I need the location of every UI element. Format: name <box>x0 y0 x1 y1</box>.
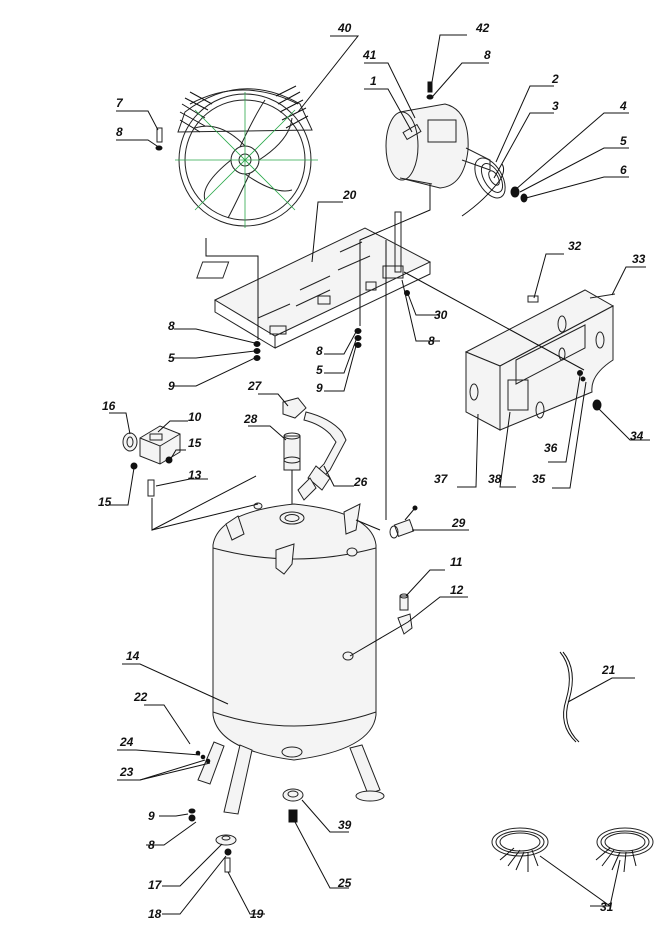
callout-33: 33 <box>632 252 646 266</box>
callout-13: 13 <box>188 468 202 482</box>
leader-lines <box>108 34 650 915</box>
callout-36: 36 <box>544 441 558 455</box>
callout-6: 6 <box>620 163 627 177</box>
power-cable-coils <box>491 827 654 873</box>
callout-24: 24 <box>119 735 134 749</box>
electric-motor <box>385 103 491 189</box>
callout-9-center: 9 <box>316 381 323 395</box>
callout-37: 37 <box>434 472 449 486</box>
callout-19: 19 <box>250 907 264 921</box>
callout-28: 28 <box>243 412 258 426</box>
callout-10: 10 <box>188 410 202 424</box>
callout-8-right: 8 <box>428 334 435 348</box>
callout-41: 41 <box>362 48 377 62</box>
motor-mount-bolt <box>426 81 434 100</box>
callout-32: 32 <box>568 239 582 253</box>
air-receiver-tank <box>188 477 385 873</box>
compressor-pump-head <box>175 85 318 228</box>
callout-2: 2 <box>551 72 559 86</box>
callout-3: 3 <box>552 99 559 113</box>
belt-guard <box>464 289 616 431</box>
safety-valve <box>397 593 413 635</box>
callout-22: 22 <box>133 690 148 704</box>
fastener-stack-left <box>253 341 261 361</box>
callout-34: 34 <box>630 429 644 443</box>
head-bolt <box>155 127 163 151</box>
callout-17: 17 <box>148 878 163 892</box>
callout-5-pulley: 5 <box>620 134 627 148</box>
callout-26: 26 <box>353 475 368 489</box>
callout-27: 27 <box>247 379 263 393</box>
callout-8-center: 8 <box>316 344 323 358</box>
air-hose <box>559 651 580 743</box>
callout-21: 21 <box>601 663 616 677</box>
callout-42: 42 <box>475 21 490 35</box>
callout-labels: 40 42 41 8 1 2 7 3 4 8 5 6 20 32 33 30 8… <box>98 21 646 921</box>
callout-15-right: 15 <box>188 436 202 450</box>
motor-pulley <box>461 157 506 217</box>
callout-23: 23 <box>119 765 134 779</box>
callout-8-left: 8 <box>168 319 175 333</box>
callout-1: 1 <box>370 74 377 88</box>
callout-14: 14 <box>126 649 140 663</box>
callout-29: 29 <box>451 516 466 530</box>
assembly-connection-lines <box>151 184 585 531</box>
callout-8-top: 8 <box>484 48 491 62</box>
callout-18: 18 <box>148 907 162 921</box>
callout-30: 30 <box>434 308 448 322</box>
callout-11: 11 <box>450 555 463 569</box>
callout-8-head: 8 <box>116 125 123 139</box>
callout-4: 4 <box>619 99 627 113</box>
callout-8-bottom: 8 <box>148 838 155 852</box>
callout-25: 25 <box>337 876 352 890</box>
callout-31: 31 <box>600 900 614 914</box>
callout-5-center: 5 <box>316 363 323 377</box>
callout-16: 16 <box>102 399 116 413</box>
callout-9-left: 9 <box>168 379 175 393</box>
callout-39: 39 <box>338 818 352 832</box>
callout-35: 35 <box>532 472 546 486</box>
pump-base-plate <box>196 211 432 349</box>
callout-15-left: 15 <box>98 495 112 509</box>
callout-12: 12 <box>450 583 464 597</box>
callout-20: 20 <box>342 188 357 202</box>
ball-valve <box>389 505 418 539</box>
pressure-switch <box>122 425 181 497</box>
callout-5-left: 5 <box>168 351 175 365</box>
callout-9-bottom: 9 <box>148 809 155 823</box>
callout-40: 40 <box>337 21 352 35</box>
fastener-stack-center <box>354 328 362 348</box>
callout-38: 38 <box>488 472 502 486</box>
callout-7: 7 <box>116 96 124 110</box>
